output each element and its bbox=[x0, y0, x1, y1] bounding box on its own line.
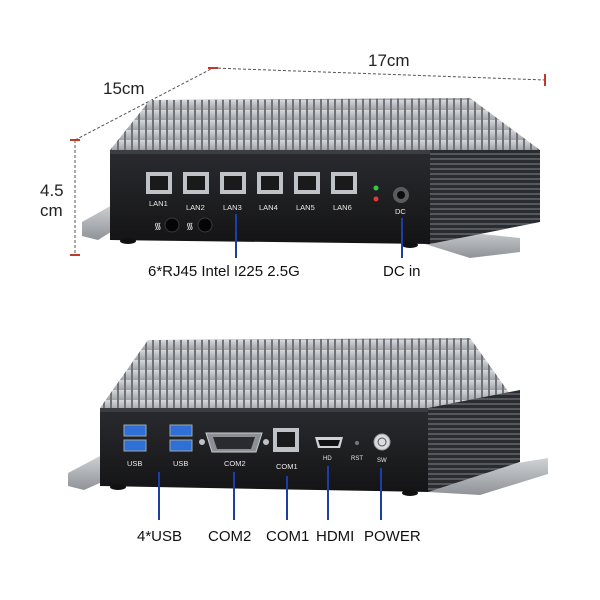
foot bbox=[110, 484, 126, 490]
antenna-hole bbox=[197, 217, 213, 233]
power-callout: POWER bbox=[364, 528, 421, 545]
dc-in-callout: DC in bbox=[383, 263, 421, 280]
width-label: 17cm bbox=[368, 51, 410, 70]
com1-callout: COM1 bbox=[266, 528, 309, 545]
hdmi-port: HD bbox=[315, 437, 343, 462]
svg-text:COM1: COM1 bbox=[276, 462, 298, 471]
com1-port: COM1 bbox=[273, 428, 299, 471]
svg-text:LAN6: LAN6 bbox=[333, 203, 352, 212]
lan-port-5: LAN5 bbox=[294, 172, 320, 212]
dimension-lines: 15cm 17cm 4.5 cm bbox=[40, 51, 546, 256]
svg-text:LAN4: LAN4 bbox=[259, 203, 278, 212]
width-line bbox=[212, 67, 546, 81]
depth-label: 15cm bbox=[103, 79, 145, 98]
svg-text:LAN5: LAN5 bbox=[296, 203, 315, 212]
lan-port-4: LAN4 bbox=[257, 172, 283, 212]
reset-button: RST bbox=[351, 441, 363, 462]
heatsink-top bbox=[100, 338, 520, 408]
mini-pc-rear-view: LAN1 LAN2 LAN3 LAN4 LAN5 LAN6 bbox=[82, 98, 540, 280]
lan-port-3: LAN3 bbox=[220, 172, 246, 212]
mounting-bracket-left bbox=[82, 204, 114, 240]
lan-port-1: LAN1 bbox=[146, 172, 172, 208]
height-unit: cm bbox=[40, 201, 63, 220]
depth-line bbox=[74, 67, 214, 141]
wifi-icon: ᯾ bbox=[154, 222, 162, 232]
svg-text:RST: RST bbox=[351, 456, 363, 462]
power-icon bbox=[377, 437, 387, 447]
svg-text:LAN3: LAN3 bbox=[223, 203, 242, 212]
hdmi-callout: HDMI bbox=[316, 528, 354, 545]
power-led bbox=[373, 185, 379, 191]
usb-stack-2: USB bbox=[169, 424, 193, 468]
mounting-bracket-left bbox=[68, 455, 102, 490]
heatsink-side bbox=[428, 390, 520, 492]
lan-port-2: LAN2 bbox=[183, 172, 209, 212]
heatsink-side bbox=[430, 150, 540, 244]
svg-text:LAN2: LAN2 bbox=[186, 203, 205, 212]
foot bbox=[120, 238, 136, 244]
foot bbox=[402, 490, 418, 496]
wifi-icon: ᯾ bbox=[186, 222, 194, 232]
antenna-hole bbox=[164, 217, 180, 233]
power-button: SW bbox=[373, 433, 391, 464]
rj45-callout: 6*RJ45 Intel I225 2.5G bbox=[148, 263, 300, 280]
svg-text:HD: HD bbox=[323, 456, 332, 462]
com2-callout: COM2 bbox=[208, 528, 251, 545]
mini-pc-front-view: USB USB COM2 COM1 HD bbox=[68, 338, 548, 545]
hdd-led bbox=[373, 196, 379, 202]
dc-label: DC bbox=[395, 207, 406, 216]
svg-text:USB: USB bbox=[127, 459, 142, 468]
com2-port: COM2 bbox=[199, 432, 269, 468]
usb-stack-1: USB bbox=[123, 424, 147, 468]
svg-text:LAN1: LAN1 bbox=[149, 199, 168, 208]
heatsink-top bbox=[110, 98, 540, 150]
height-value: 4.5 bbox=[40, 181, 64, 200]
mounting-bracket-right bbox=[428, 458, 548, 495]
svg-text:SW: SW bbox=[377, 458, 387, 464]
foot bbox=[402, 242, 418, 248]
front-panel bbox=[100, 408, 428, 492]
usb-callout: 4*USB bbox=[137, 528, 182, 545]
svg-text:COM2: COM2 bbox=[224, 459, 246, 468]
svg-text:USB: USB bbox=[173, 459, 188, 468]
lan-port-6: LAN6 bbox=[331, 172, 357, 212]
